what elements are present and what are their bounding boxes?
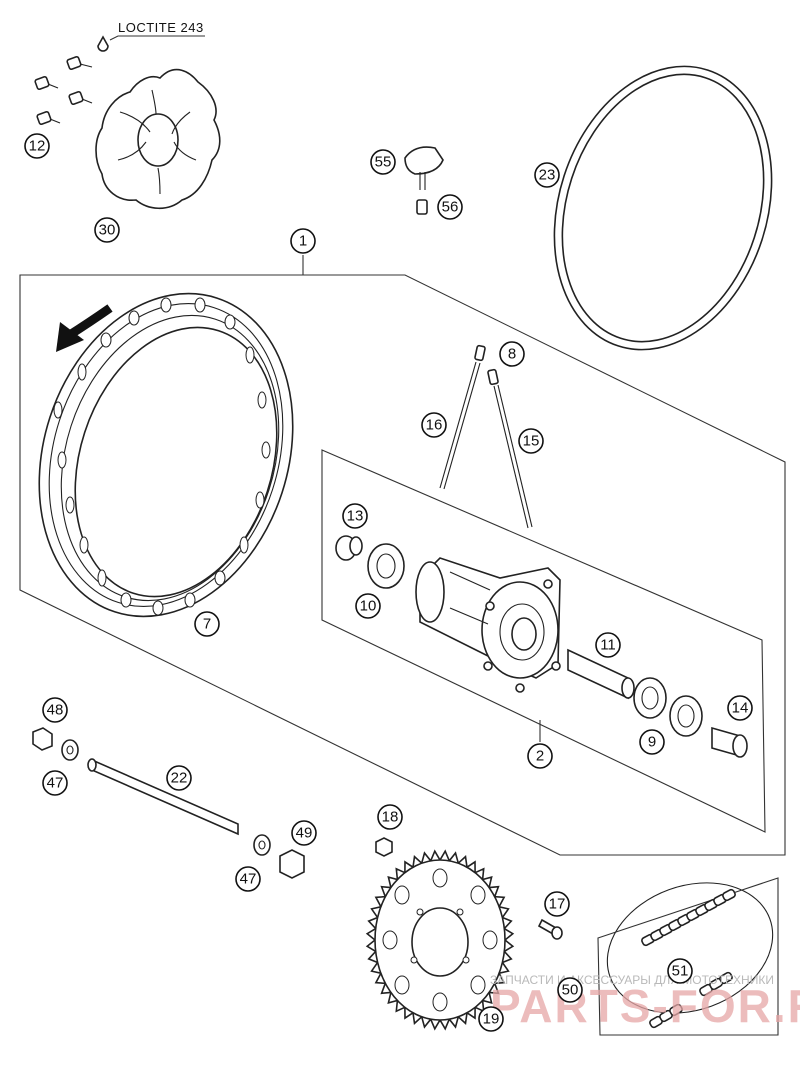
callout-8: 8: [499, 341, 525, 367]
brake-disc: [95, 68, 221, 210]
svg-text:51: 51: [672, 963, 689, 980]
arrow-head-icon: [56, 322, 84, 352]
svg-text:15: 15: [523, 433, 540, 450]
sprocket-nut: [375, 837, 393, 857]
svg-text:7: 7: [203, 616, 211, 633]
callout-10: 10: [355, 593, 381, 619]
callout-47: 47: [42, 770, 68, 796]
callout-56: 56: [437, 194, 463, 220]
svg-text:56: 56: [442, 199, 459, 216]
chain-link: [722, 888, 736, 902]
leader-line: [109, 35, 205, 41]
bearing: [633, 677, 667, 719]
svg-text:1: 1: [299, 233, 307, 250]
nut: [32, 727, 53, 751]
callout-49: 49: [291, 820, 317, 846]
disc-screw: [34, 76, 59, 90]
svg-text:11: 11: [600, 637, 616, 654]
callout-15: 15: [518, 428, 544, 454]
callout-19: 19: [478, 1006, 504, 1032]
spacer: [335, 535, 363, 561]
sprocket-bolt: [537, 918, 563, 940]
svg-text:9: 9: [648, 734, 656, 751]
chain-kit: [597, 877, 779, 1036]
callout-48: 48: [42, 697, 68, 723]
svg-text:14: 14: [732, 700, 749, 717]
svg-text:12: 12: [29, 138, 46, 155]
callout-2: 2: [527, 743, 553, 769]
disc-screw: [66, 56, 93, 70]
callout-30: 30: [94, 217, 120, 243]
svg-text:50: 50: [562, 982, 579, 999]
callout-22: 22: [166, 765, 192, 791]
disc-screw: [36, 111, 61, 125]
bearing: [367, 543, 405, 589]
loctite-note: LOCTITE 243: [118, 20, 204, 35]
callout-12: 12: [24, 133, 50, 159]
svg-text:19: 19: [483, 1011, 500, 1028]
callout-11: 11: [595, 632, 621, 658]
callout-23: 23: [534, 162, 560, 188]
svg-text:2: 2: [536, 748, 544, 765]
svg-text:22: 22: [171, 770, 188, 787]
svg-text:23: 23: [539, 167, 556, 184]
svg-text:48: 48: [47, 702, 64, 719]
hub-assembly-frame: [321, 449, 766, 833]
rear-sprocket: [365, 849, 515, 1031]
wheel-assembly-frame: [19, 274, 786, 856]
watermark-logo: PARTS-FOR.RU: [490, 980, 800, 1032]
spacer: [711, 726, 748, 758]
hub-sleeve: [567, 648, 635, 700]
svg-text:8: 8: [508, 346, 516, 363]
svg-text:47: 47: [47, 775, 64, 792]
callout-1: 1: [290, 228, 316, 254]
svg-text:49: 49: [296, 825, 313, 842]
svg-text:55: 55: [375, 154, 392, 171]
svg-text:16: 16: [426, 417, 443, 434]
callout-51: 51: [667, 958, 693, 984]
callout-16: 16: [421, 412, 447, 438]
rim-lock: [404, 146, 444, 215]
wheel-rim: [38, 292, 294, 618]
washer: [61, 739, 79, 761]
svg-text:17: 17: [549, 896, 566, 913]
master-link: [719, 971, 733, 985]
wheel-hub: [415, 557, 561, 693]
washer: [253, 834, 271, 856]
svg-text:13: 13: [347, 508, 364, 525]
callout-18: 18: [377, 804, 403, 830]
callout-9: 9: [639, 729, 665, 755]
svg-text:47: 47: [240, 871, 257, 888]
callout-14: 14: [727, 695, 753, 721]
bearing: [669, 695, 703, 737]
disc-screw: [68, 91, 93, 105]
spoke: [439, 344, 486, 490]
master-link: [669, 1003, 683, 1017]
nut: [279, 849, 305, 879]
svg-text:10: 10: [360, 598, 377, 615]
spoke: [487, 368, 533, 529]
loctite-drop-icon: [97, 35, 109, 52]
svg-text:18: 18: [382, 809, 399, 826]
callout-13: 13: [342, 503, 368, 529]
callout-17: 17: [544, 891, 570, 917]
callout-55: 55: [370, 149, 396, 175]
callout-47: 47: [235, 866, 261, 892]
svg-text:30: 30: [99, 222, 116, 239]
wheel-axle: [87, 758, 239, 836]
callout-7: 7: [194, 611, 220, 637]
callout-50: 50: [557, 977, 583, 1003]
rim-band: [553, 65, 773, 351]
